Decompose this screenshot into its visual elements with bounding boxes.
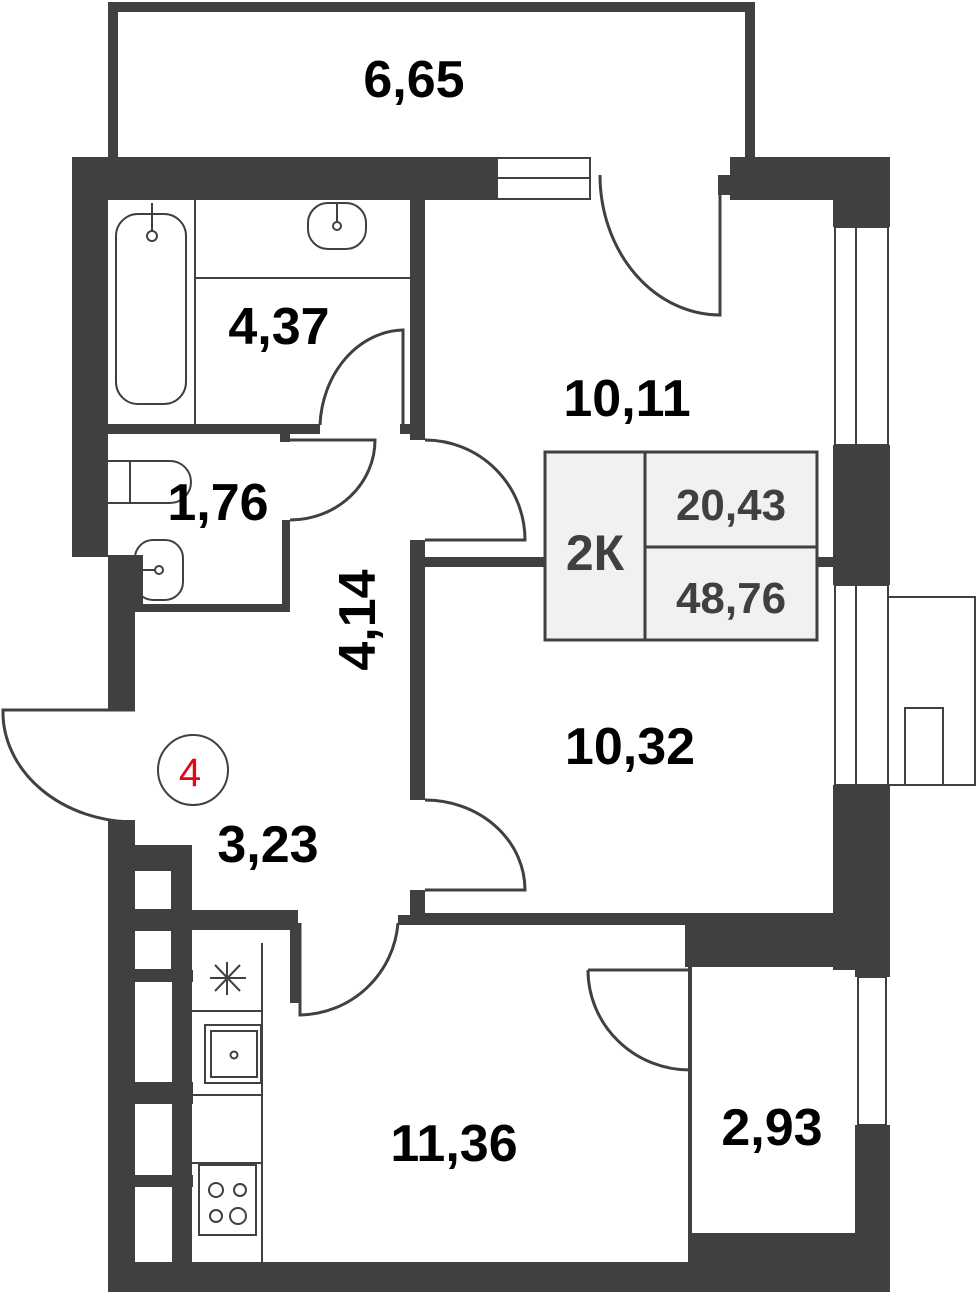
living-area: 20,43 <box>676 481 786 530</box>
kitchen-sink-icon <box>204 1024 262 1084</box>
walls <box>72 157 890 1292</box>
sink-icon <box>195 202 413 279</box>
apartment-type: 2К <box>566 525 625 581</box>
ventilation-icon <box>210 962 246 995</box>
total-area: 48,76 <box>676 574 786 623</box>
apartment-number-badge: 4 <box>157 734 229 806</box>
balcony <box>108 2 755 177</box>
toilet-icon <box>108 460 192 504</box>
bathroom-area: 4,37 <box>228 298 329 356</box>
corridor-area: 4,14 <box>329 569 387 670</box>
room-1-area: 10,11 <box>563 370 690 428</box>
toilet-area: 1,76 <box>167 474 268 532</box>
bathtub-icon <box>115 200 196 424</box>
storage-area: 2,93 <box>721 1099 822 1157</box>
hall-area: 3,23 <box>217 816 318 874</box>
stove-icon <box>198 1164 257 1236</box>
kitchen-area: 11,36 <box>390 1115 517 1173</box>
windows <box>133 157 976 1126</box>
apartment-number: 4 <box>179 751 201 795</box>
apartment-summary: 2К 20,43 48,76 <box>543 450 819 642</box>
washbasin-icon <box>134 539 184 601</box>
doors <box>1 174 722 1072</box>
kitchen-counter <box>192 943 263 1262</box>
balcony-area: 6,65 <box>363 51 464 109</box>
room-2-area: 10,32 <box>565 718 695 776</box>
